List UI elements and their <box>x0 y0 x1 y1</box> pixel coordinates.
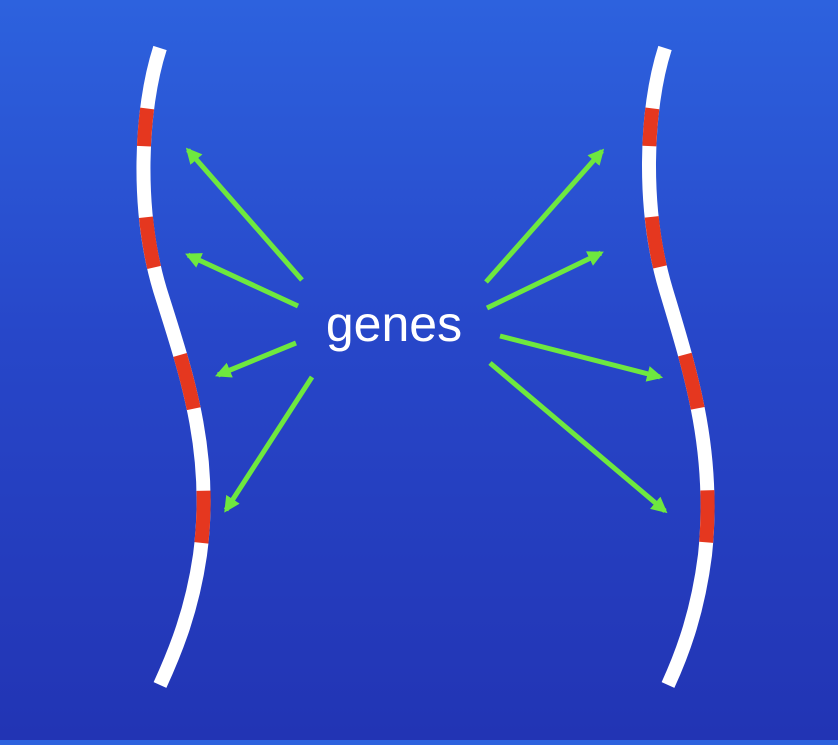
right-chromosome <box>642 45 715 688</box>
gene-arrows <box>185 147 668 514</box>
arrow-right-4 <box>488 361 668 514</box>
right-chromosome-strand <box>642 45 715 688</box>
arrow-right-3 <box>499 333 664 382</box>
arrow-left-3 <box>215 340 297 378</box>
arrow-left-4 <box>223 375 315 513</box>
arrow-right-1 <box>484 148 605 284</box>
right-gene-segment-3 <box>642 45 715 688</box>
arrow-right-2 <box>485 250 604 311</box>
left-chromosome <box>136 45 211 688</box>
arrow-left-2 <box>185 252 300 309</box>
left-gene-segment-3 <box>136 45 211 688</box>
arrow-left-1 <box>185 147 304 282</box>
left-chromosome-strand <box>136 45 211 688</box>
genes-label: genes <box>326 296 462 352</box>
